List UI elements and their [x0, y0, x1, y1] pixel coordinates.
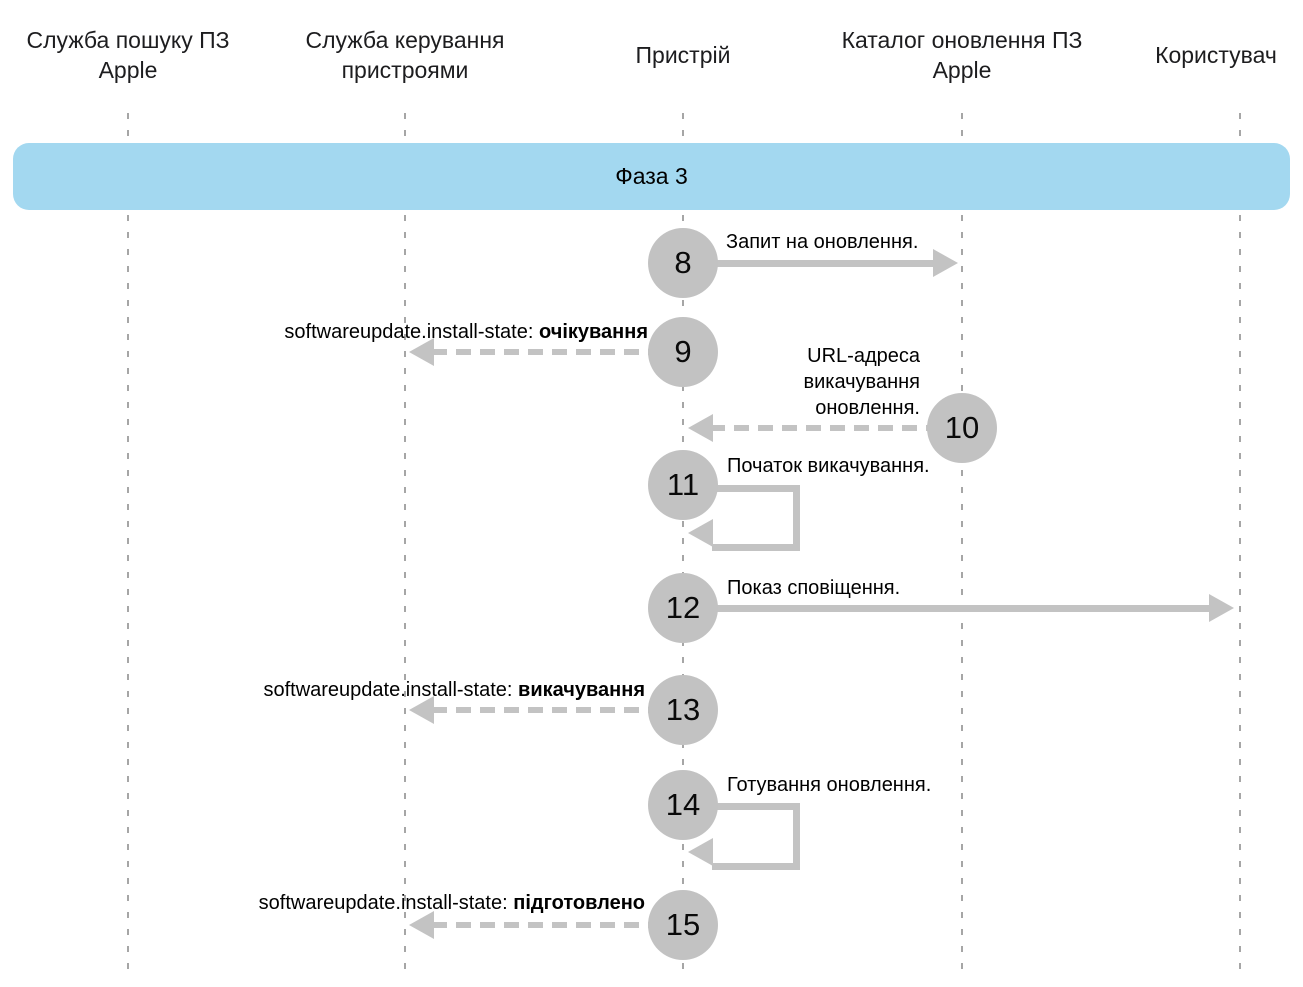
step-14-circle: 14 — [648, 770, 718, 840]
step-9-label-state: очікування — [538, 321, 648, 343]
step-15-label-prefix: softwareupdate.install-state: — [258, 892, 514, 914]
step-15-arrowhead-left-icon — [409, 911, 434, 939]
step-14-self-loop — [712, 803, 800, 870]
step-10-arrowhead-left-icon — [688, 414, 713, 442]
actor-label-device-management-service: Служба керування пристроями — [305, 27, 505, 83]
step-8-arrowhead-right-icon — [933, 249, 958, 277]
phase-banner: Фаза 3 — [13, 143, 1290, 210]
step-14-label: Готування оновлення. — [727, 774, 932, 796]
step-8-circle: 8 — [648, 228, 718, 298]
step-14-arrowhead-left-icon — [688, 838, 713, 866]
step-9-arrow-line — [432, 349, 656, 355]
step-15-circle: 15 — [648, 890, 718, 960]
step-13-label: softwareupdate.install-state: викачуванн… — [263, 677, 645, 703]
actor-label-user: Користувач — [1155, 42, 1277, 68]
lifeline-device-management-service — [404, 113, 406, 975]
step-10-circle: 10 — [927, 393, 997, 463]
step-13-label-state: викачування — [518, 679, 645, 701]
step-8-label: Запит на оновлення. — [726, 231, 919, 253]
step-9-arrowhead-left-icon — [409, 338, 434, 366]
step-11-circle: 11 — [648, 450, 718, 520]
step-12-circle: 12 — [648, 573, 718, 643]
step-9-label-prefix: softwareupdate.install-state: — [284, 321, 539, 343]
step-12-label: Показ сповіщення. — [727, 577, 901, 599]
actor-label-software-lookup-service: Служба пошуку ПЗ Apple — [26, 27, 230, 83]
step-10-label: URL-адреса викачування оновлення. — [803, 345, 920, 419]
step-12-arrowhead-right-icon — [1209, 594, 1234, 622]
phase-banner-label: Фаза 3 — [615, 163, 688, 189]
step-9-circle: 9 — [648, 317, 718, 387]
actor-label-device: Пристрій — [635, 42, 731, 68]
lifeline-software-lookup-service — [127, 113, 129, 975]
step-13-arrowhead-left-icon — [409, 696, 434, 724]
actor-label-update-catalog: Каталог оновлення ПЗ Apple — [841, 27, 1083, 83]
step-11-self-loop — [712, 485, 800, 551]
step-10-arrow-line — [710, 425, 932, 431]
step-11-arrowhead-left-icon — [688, 519, 713, 547]
step-15-label-state: підготовлено — [513, 892, 645, 914]
step-15-label: softwareupdate.install-state: підготовле… — [259, 890, 645, 916]
step-15-arrow-line — [432, 922, 656, 928]
step-11-label: Початок викачування. — [727, 455, 930, 477]
lifeline-device — [682, 113, 684, 975]
step-12-arrow-line — [712, 605, 1212, 612]
step-8-arrow-line — [712, 260, 936, 267]
step-13-circle: 13 — [648, 675, 718, 745]
step-13-arrow-line — [432, 707, 656, 713]
lifeline-update-catalog — [961, 113, 963, 975]
step-9-label: softwareupdate.install-state: очікування — [284, 319, 648, 345]
step-13-label-prefix: softwareupdate.install-state: — [263, 679, 519, 701]
lifeline-user — [1239, 113, 1241, 975]
